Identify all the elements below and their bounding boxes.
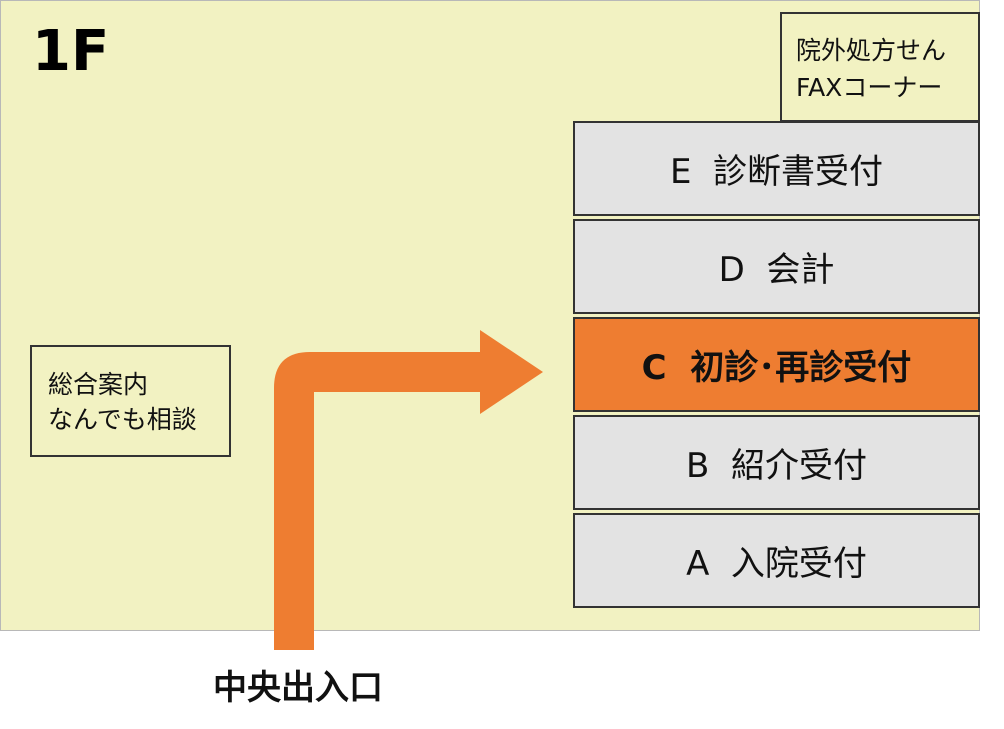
info-desk-line2: なんでも相談 [48,405,197,434]
counter-d: D 会計 [573,219,980,314]
counter-e: E 診断書受付 [573,121,980,216]
counter-c: C 初診･再診受付 [573,317,980,412]
fax-corner-line1: 院外処方せん [796,36,947,65]
counter-b: B 紹介受付 [573,415,980,510]
counter-a: A 入院受付 [573,513,980,608]
floor-label: 1F [32,19,110,84]
central-entrance-label: 中央出入口 [213,668,383,708]
fax-corner-line2: FAXコーナー [796,73,943,102]
info-desk-line1: 総合案内 [48,370,149,399]
info-desk: 総合案内 なんでも相談 [30,345,231,457]
